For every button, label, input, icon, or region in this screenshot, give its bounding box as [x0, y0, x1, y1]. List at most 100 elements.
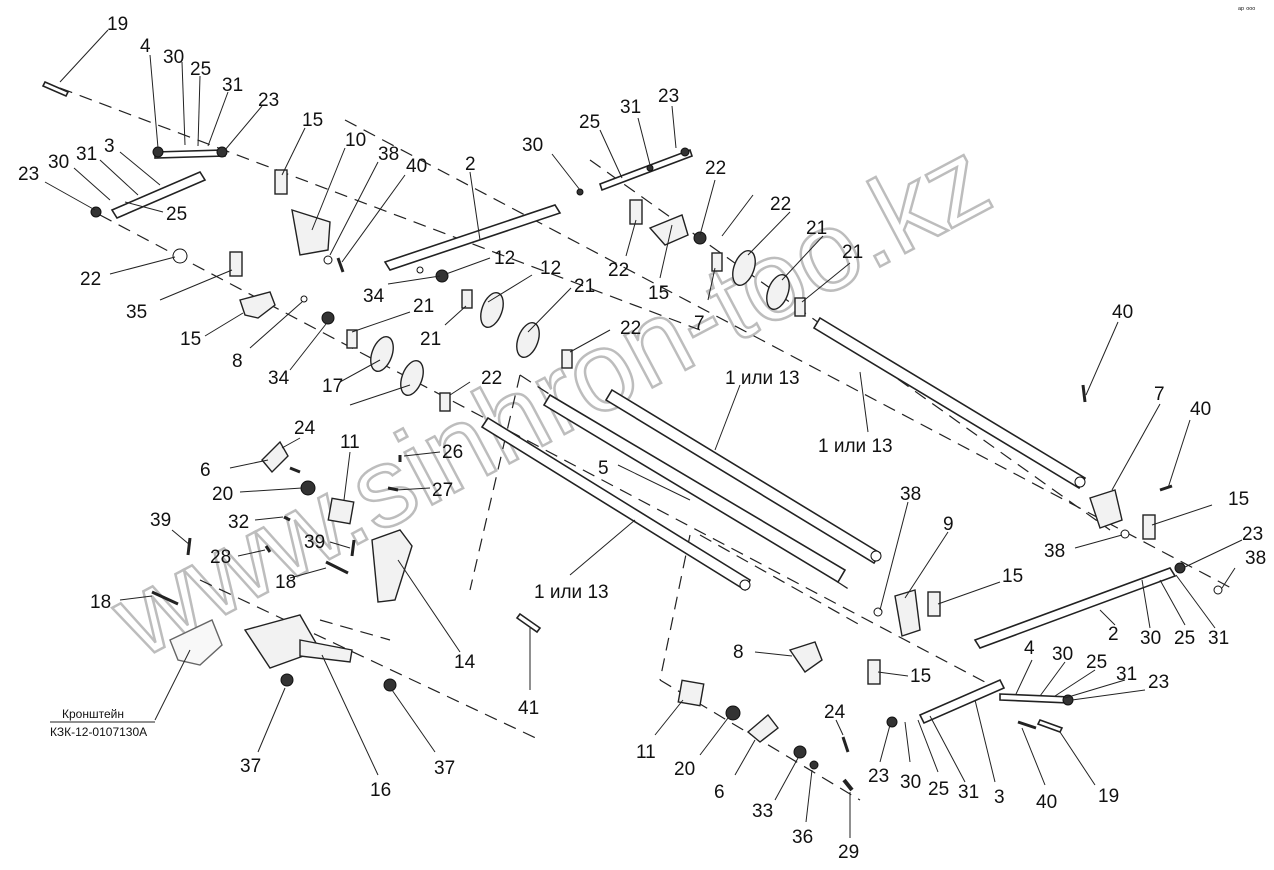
callout-label: 12	[494, 248, 515, 269]
callout-label: 37	[240, 756, 261, 777]
callout-label: 30	[1052, 644, 1073, 665]
callout-label: 38	[1044, 541, 1065, 562]
callout-label: 8	[733, 642, 744, 663]
callout-label: 25	[190, 59, 211, 80]
callout-label: 23	[1148, 672, 1169, 693]
callout-label: 30	[900, 772, 921, 793]
callout-label: 38	[378, 144, 399, 165]
callout-label: 17	[322, 376, 343, 397]
callout-label: 15	[910, 666, 931, 687]
callout-label: 27	[432, 480, 453, 501]
callout-label: 18	[275, 572, 296, 593]
callout-label: 20	[674, 759, 695, 780]
callout-label: 39	[150, 510, 171, 531]
callout-label: 23	[18, 164, 39, 185]
callout-label: 4	[1024, 638, 1035, 659]
callout-label: 4	[140, 36, 151, 57]
callout-label: 15	[648, 283, 669, 304]
callout-label: 40	[406, 156, 427, 177]
callout-label: 18	[90, 592, 111, 613]
callout-label: 28	[210, 547, 231, 568]
callout-label: 25	[1086, 652, 1107, 673]
callout-label: 3	[104, 136, 115, 157]
callout-label: 14	[454, 652, 476, 673]
callout-label: 23	[258, 90, 279, 111]
callout-label: 7	[694, 313, 705, 334]
callout-label: 21	[413, 296, 434, 317]
callout-label: 31	[1208, 628, 1229, 649]
callout-label: 21	[842, 242, 863, 263]
callout-label: 3	[994, 787, 1005, 808]
callout-label: 15	[180, 329, 201, 350]
callout-label: 35	[126, 302, 147, 323]
callout-label: 31	[222, 75, 243, 96]
callout-label: 7	[1154, 384, 1165, 405]
callout-label: 2	[465, 154, 476, 175]
callout-labels: 19 4 30 25 31 23 3 23 30 31 25 15 10 38 …	[18, 14, 1266, 863]
callout-label: 40	[1190, 399, 1211, 420]
callout-label: 1 или 13	[818, 436, 893, 457]
callout-label: 24	[294, 418, 316, 439]
callout-label: 22	[608, 260, 629, 281]
callout-label: 6	[200, 460, 211, 481]
rods	[41, 80, 1177, 733]
callout-label: 26	[442, 442, 463, 463]
callout-label: 25	[166, 204, 187, 225]
callout-label: 39	[304, 532, 325, 553]
callout-label: 40	[1036, 792, 1057, 813]
callout-label: 21	[574, 276, 595, 297]
callout-label: 24	[824, 702, 846, 723]
callout-label: 38	[1245, 548, 1266, 569]
callout-label: 31	[958, 782, 979, 803]
callout-label: 33	[752, 801, 773, 822]
callout-label: 21	[806, 218, 827, 239]
callout-label: 25	[1174, 628, 1195, 649]
callout-label: 16	[370, 780, 391, 801]
callout-label: 8	[232, 351, 243, 372]
callout-label: 22	[705, 158, 726, 179]
callout-label: 1 или 13	[534, 582, 609, 603]
callout-label: 30	[48, 152, 69, 173]
callout-label: 1 или 13	[725, 368, 800, 389]
callout-label: 12	[540, 258, 561, 279]
callout-label: 23	[1242, 524, 1263, 545]
bracket-caption-line2: КЗК-12-0107130А	[50, 725, 147, 739]
callout-label: 19	[107, 14, 128, 35]
callout-label: 30	[1140, 628, 1161, 649]
callout-label: 41	[518, 698, 539, 719]
callout-label: 15	[1002, 566, 1023, 587]
callout-label: 31	[76, 144, 97, 165]
callout-label: 29	[838, 842, 859, 863]
callout-label: 34	[363, 286, 385, 307]
callout-label: 36	[792, 827, 813, 848]
callout-label: 22	[770, 194, 791, 215]
callout-label: 30	[163, 47, 184, 68]
callout-label: 10	[345, 130, 366, 151]
callout-label: 31	[1116, 664, 1137, 685]
callout-label: 32	[228, 512, 249, 533]
leader-lines	[44, 29, 1243, 838]
callout-label: 38	[900, 484, 921, 505]
bracket-caption-line1: Кронштейн	[62, 707, 124, 721]
callout-label: 22	[481, 368, 502, 389]
callout-label: 2	[1108, 624, 1119, 645]
callout-label: 11	[636, 742, 656, 763]
callout-label: 21	[420, 329, 441, 350]
callout-label: 15	[302, 110, 323, 131]
callout-label: 20	[212, 484, 233, 505]
callout-label: 22	[80, 269, 101, 290]
callout-label: 40	[1112, 302, 1133, 323]
callout-label: 25	[579, 112, 600, 133]
callout-label: 34	[268, 368, 290, 389]
callout-label: 25	[928, 779, 949, 800]
callout-label: 5	[598, 458, 609, 479]
callout-label: 22	[620, 318, 641, 339]
callout-label: 23	[868, 766, 889, 787]
callout-label: 30	[522, 135, 543, 156]
callout-label: 23	[658, 86, 679, 107]
callout-label: 9	[943, 514, 954, 535]
corner-mark: ᵃᵖ ᵒᵒᵒ	[1238, 5, 1255, 14]
callout-label: 6	[714, 782, 725, 803]
callout-label: 19	[1098, 786, 1119, 807]
